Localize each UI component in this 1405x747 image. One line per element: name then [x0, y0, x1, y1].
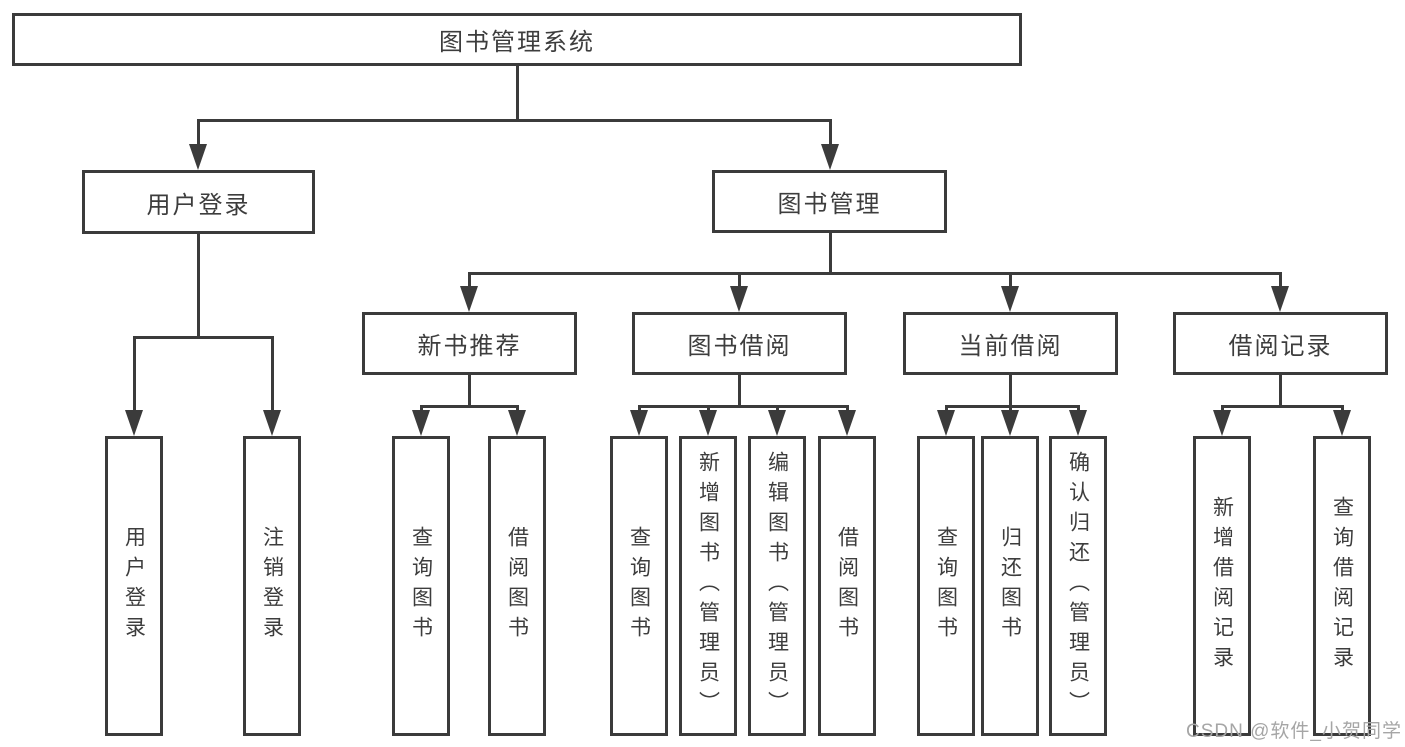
connector-line: [1221, 405, 1343, 408]
leaf-add-book-admin: 新增图书（管理员）: [679, 436, 737, 736]
leaf-return-book: 归还图书: [981, 436, 1039, 736]
connector-line: [1009, 405, 1012, 412]
arrow-down-icon: [1333, 410, 1351, 436]
arrow-down-icon: [460, 286, 478, 312]
connector-line: [1009, 375, 1012, 405]
connector-line: [1077, 405, 1080, 412]
connector-line: [829, 119, 832, 147]
leaf-user-login-label: 用户登录: [122, 526, 146, 646]
node-user-login-label: 用户登录: [146, 191, 251, 219]
connector-line: [420, 405, 518, 408]
leaf-borrow-books-recommend-label: 借阅图书: [505, 526, 529, 646]
leaf-confirm-return-admin: 确认归还（管理员）: [1049, 436, 1107, 736]
leaf-query-borrow-record-label: 查询借阅记录: [1330, 496, 1354, 676]
connector-line: [776, 405, 779, 412]
arrow-down-icon: [1001, 410, 1019, 436]
leaf-borrow-book: 借阅图书: [818, 436, 876, 736]
arrow-down-icon: [263, 410, 281, 436]
leaf-borrow-book-label: 借阅图书: [835, 526, 859, 646]
arrow-down-icon: [1069, 410, 1087, 436]
leaf-add-borrow-record: 新增借阅记录: [1193, 436, 1251, 736]
connector-line: [516, 66, 519, 119]
connector-line: [1279, 272, 1282, 288]
leaf-add-borrow-record-label: 新增借阅记录: [1210, 496, 1234, 676]
leaf-edit-book-admin: 编辑图书（管理员）: [748, 436, 806, 736]
connector-line: [420, 405, 423, 412]
connector-line: [945, 405, 948, 412]
connector-line: [271, 336, 274, 412]
node-book-borrowing-label: 图书借阅: [687, 333, 792, 360]
leaf-query-books-current: 查询图书: [917, 436, 975, 736]
leaf-query-books-borrowing: 查询图书: [610, 436, 668, 736]
node-user-login: 用户登录: [82, 170, 315, 234]
leaf-return-book-label: 归还图书: [998, 526, 1022, 646]
leaf-user-login: 用户登录: [105, 436, 163, 736]
node-borrowing-records-label: 借阅记录: [1228, 333, 1333, 360]
connector-line: [738, 375, 741, 405]
connector-line: [1009, 272, 1012, 288]
leaf-logout-label: 注销登录: [260, 526, 284, 646]
connector-line: [638, 405, 641, 412]
node-book-management: 图书管理: [712, 170, 947, 233]
arrow-down-icon: [508, 410, 526, 436]
arrow-down-icon: [125, 410, 143, 436]
connector-line: [707, 405, 710, 412]
arrow-down-icon: [1271, 286, 1289, 312]
leaf-query-borrow-record: 查询借阅记录: [1313, 436, 1371, 736]
leaf-query-books-current-label: 查询图书: [934, 526, 958, 646]
arrow-down-icon: [730, 286, 748, 312]
node-current-borrowing: 当前借阅: [903, 312, 1118, 375]
arrow-down-icon: [937, 410, 955, 436]
leaf-add-book-admin-label: 新增图书（管理员）: [696, 451, 720, 721]
connector-line: [945, 405, 1079, 408]
node-root: 图书管理系统: [12, 13, 1022, 66]
connector-line: [133, 336, 136, 412]
node-current-borrowing-label: 当前借阅: [958, 333, 1063, 360]
arrow-down-icon: [630, 410, 648, 436]
connector-line: [468, 272, 1282, 275]
connector-line: [738, 272, 741, 288]
leaf-query-books-borrowing-label: 查询图书: [627, 526, 651, 646]
leaf-confirm-return-admin-label: 确认归还（管理员）: [1066, 451, 1090, 721]
connector-line: [468, 272, 471, 288]
node-book-management-label: 图书管理: [777, 191, 882, 218]
node-book-borrowing: 图书借阅: [632, 312, 847, 375]
node-new-book-recommend-label: 新书推荐: [417, 333, 522, 360]
watermark: CSDN @软件_小贺同学: [1186, 721, 1402, 742]
arrow-down-icon: [189, 144, 207, 170]
arrow-down-icon: [838, 410, 856, 436]
leaf-logout: 注销登录: [243, 436, 301, 736]
connector-line: [846, 405, 849, 412]
node-new-book-recommend: 新书推荐: [362, 312, 577, 375]
connector-line: [197, 119, 831, 122]
connector-line: [1221, 405, 1224, 412]
node-borrowing-records: 借阅记录: [1173, 312, 1388, 375]
connector-line: [197, 234, 200, 336]
leaf-edit-book-admin-label: 编辑图书（管理员）: [765, 451, 789, 721]
connector-line: [638, 405, 848, 408]
leaf-query-books-recommend-label: 查询图书: [409, 526, 433, 646]
arrow-down-icon: [1213, 410, 1231, 436]
connector-line: [197, 119, 200, 147]
arrow-down-icon: [412, 410, 430, 436]
leaf-query-books-recommend: 查询图书: [392, 436, 450, 736]
arrow-down-icon: [699, 410, 717, 436]
connector-line: [829, 233, 832, 272]
arrow-down-icon: [821, 144, 839, 170]
arrow-down-icon: [768, 410, 786, 436]
connector-line: [1279, 375, 1282, 405]
leaf-borrow-books-recommend: 借阅图书: [488, 436, 546, 736]
connector-line: [516, 405, 519, 412]
connector-line: [1341, 405, 1344, 412]
arrow-down-icon: [1001, 286, 1019, 312]
connector-line: [468, 375, 471, 405]
connector-line: [133, 336, 273, 339]
node-root-label: 图书管理系统: [439, 29, 595, 56]
